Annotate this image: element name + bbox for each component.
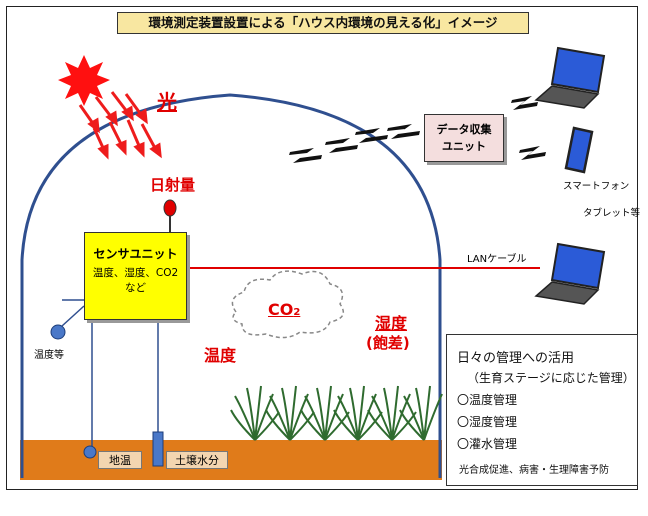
co2-text: CO (268, 300, 294, 319)
tablet-label: タブレット等 (583, 208, 641, 219)
management-box: 日々の管理への活用 （生育ステージに応じた管理） 〇温度管理 〇湿度管理 〇灌水… (446, 334, 638, 486)
data-unit-line1: データ収集 (436, 123, 492, 136)
soil-moisture-probe (152, 431, 164, 467)
humidity-label: 湿度 (375, 314, 408, 333)
management-item: 〇温度管理 (457, 393, 518, 407)
sun-ray-arrows (78, 91, 162, 160)
light-label: 光 (157, 90, 177, 114)
smartphone-icon (564, 126, 594, 174)
temperature-label: 温度 (204, 346, 237, 365)
sensor-unit-desc: 温度、湿度、CO2 (92, 267, 179, 279)
management-item: 〇湿度管理 (457, 415, 518, 429)
plants (230, 385, 443, 441)
laptop-icon (534, 46, 606, 109)
sensor-unit-desc-2: など (125, 282, 146, 294)
management-subheading: （生育ステージに応じた管理） (467, 371, 635, 385)
co2-cloud (231, 270, 345, 339)
lan-laptop-icon (534, 242, 606, 305)
sensor-unit-box: センサユニット 温度、湿度、CO2 など (84, 232, 187, 320)
humidity-deficit-label: (飽差) (366, 334, 410, 352)
ground-temp-probe (83, 445, 97, 459)
wireless-signal-icons (289, 96, 546, 163)
management-heading: 日々の管理への活用 (457, 351, 575, 366)
data-collection-unit-box: データ収集 ユニット (424, 114, 504, 162)
ground-temp-tag: 地温 (98, 451, 142, 469)
solar-radiation-label: 日射量 (150, 176, 196, 194)
soil-moisture-tag: 土壌水分 (166, 451, 228, 469)
data-unit-line2: ユニット (442, 140, 486, 153)
greenhouse-frame (20, 93, 442, 478)
temperature-probe (50, 324, 66, 340)
co2-subscript: 2 (293, 307, 301, 318)
soil-layer (20, 440, 442, 480)
sensor-unit-title: センサユニット (93, 247, 178, 261)
solar-sensor (163, 199, 177, 217)
management-footer: 光合成促進、病害・生理障害予防 (459, 465, 609, 476)
diagram-title: 環境測定装置設置による「ハウス内環境の見える化」イメージ (117, 12, 529, 34)
lan-cable-label: LANケーブル (467, 254, 527, 265)
smartphone-label: スマートフォン (563, 181, 630, 192)
sun-icon (58, 55, 110, 106)
temp-etc-label: 温度等 (34, 350, 64, 361)
management-item: 〇灌水管理 (457, 437, 518, 451)
co2-label: CO2 (268, 300, 300, 319)
